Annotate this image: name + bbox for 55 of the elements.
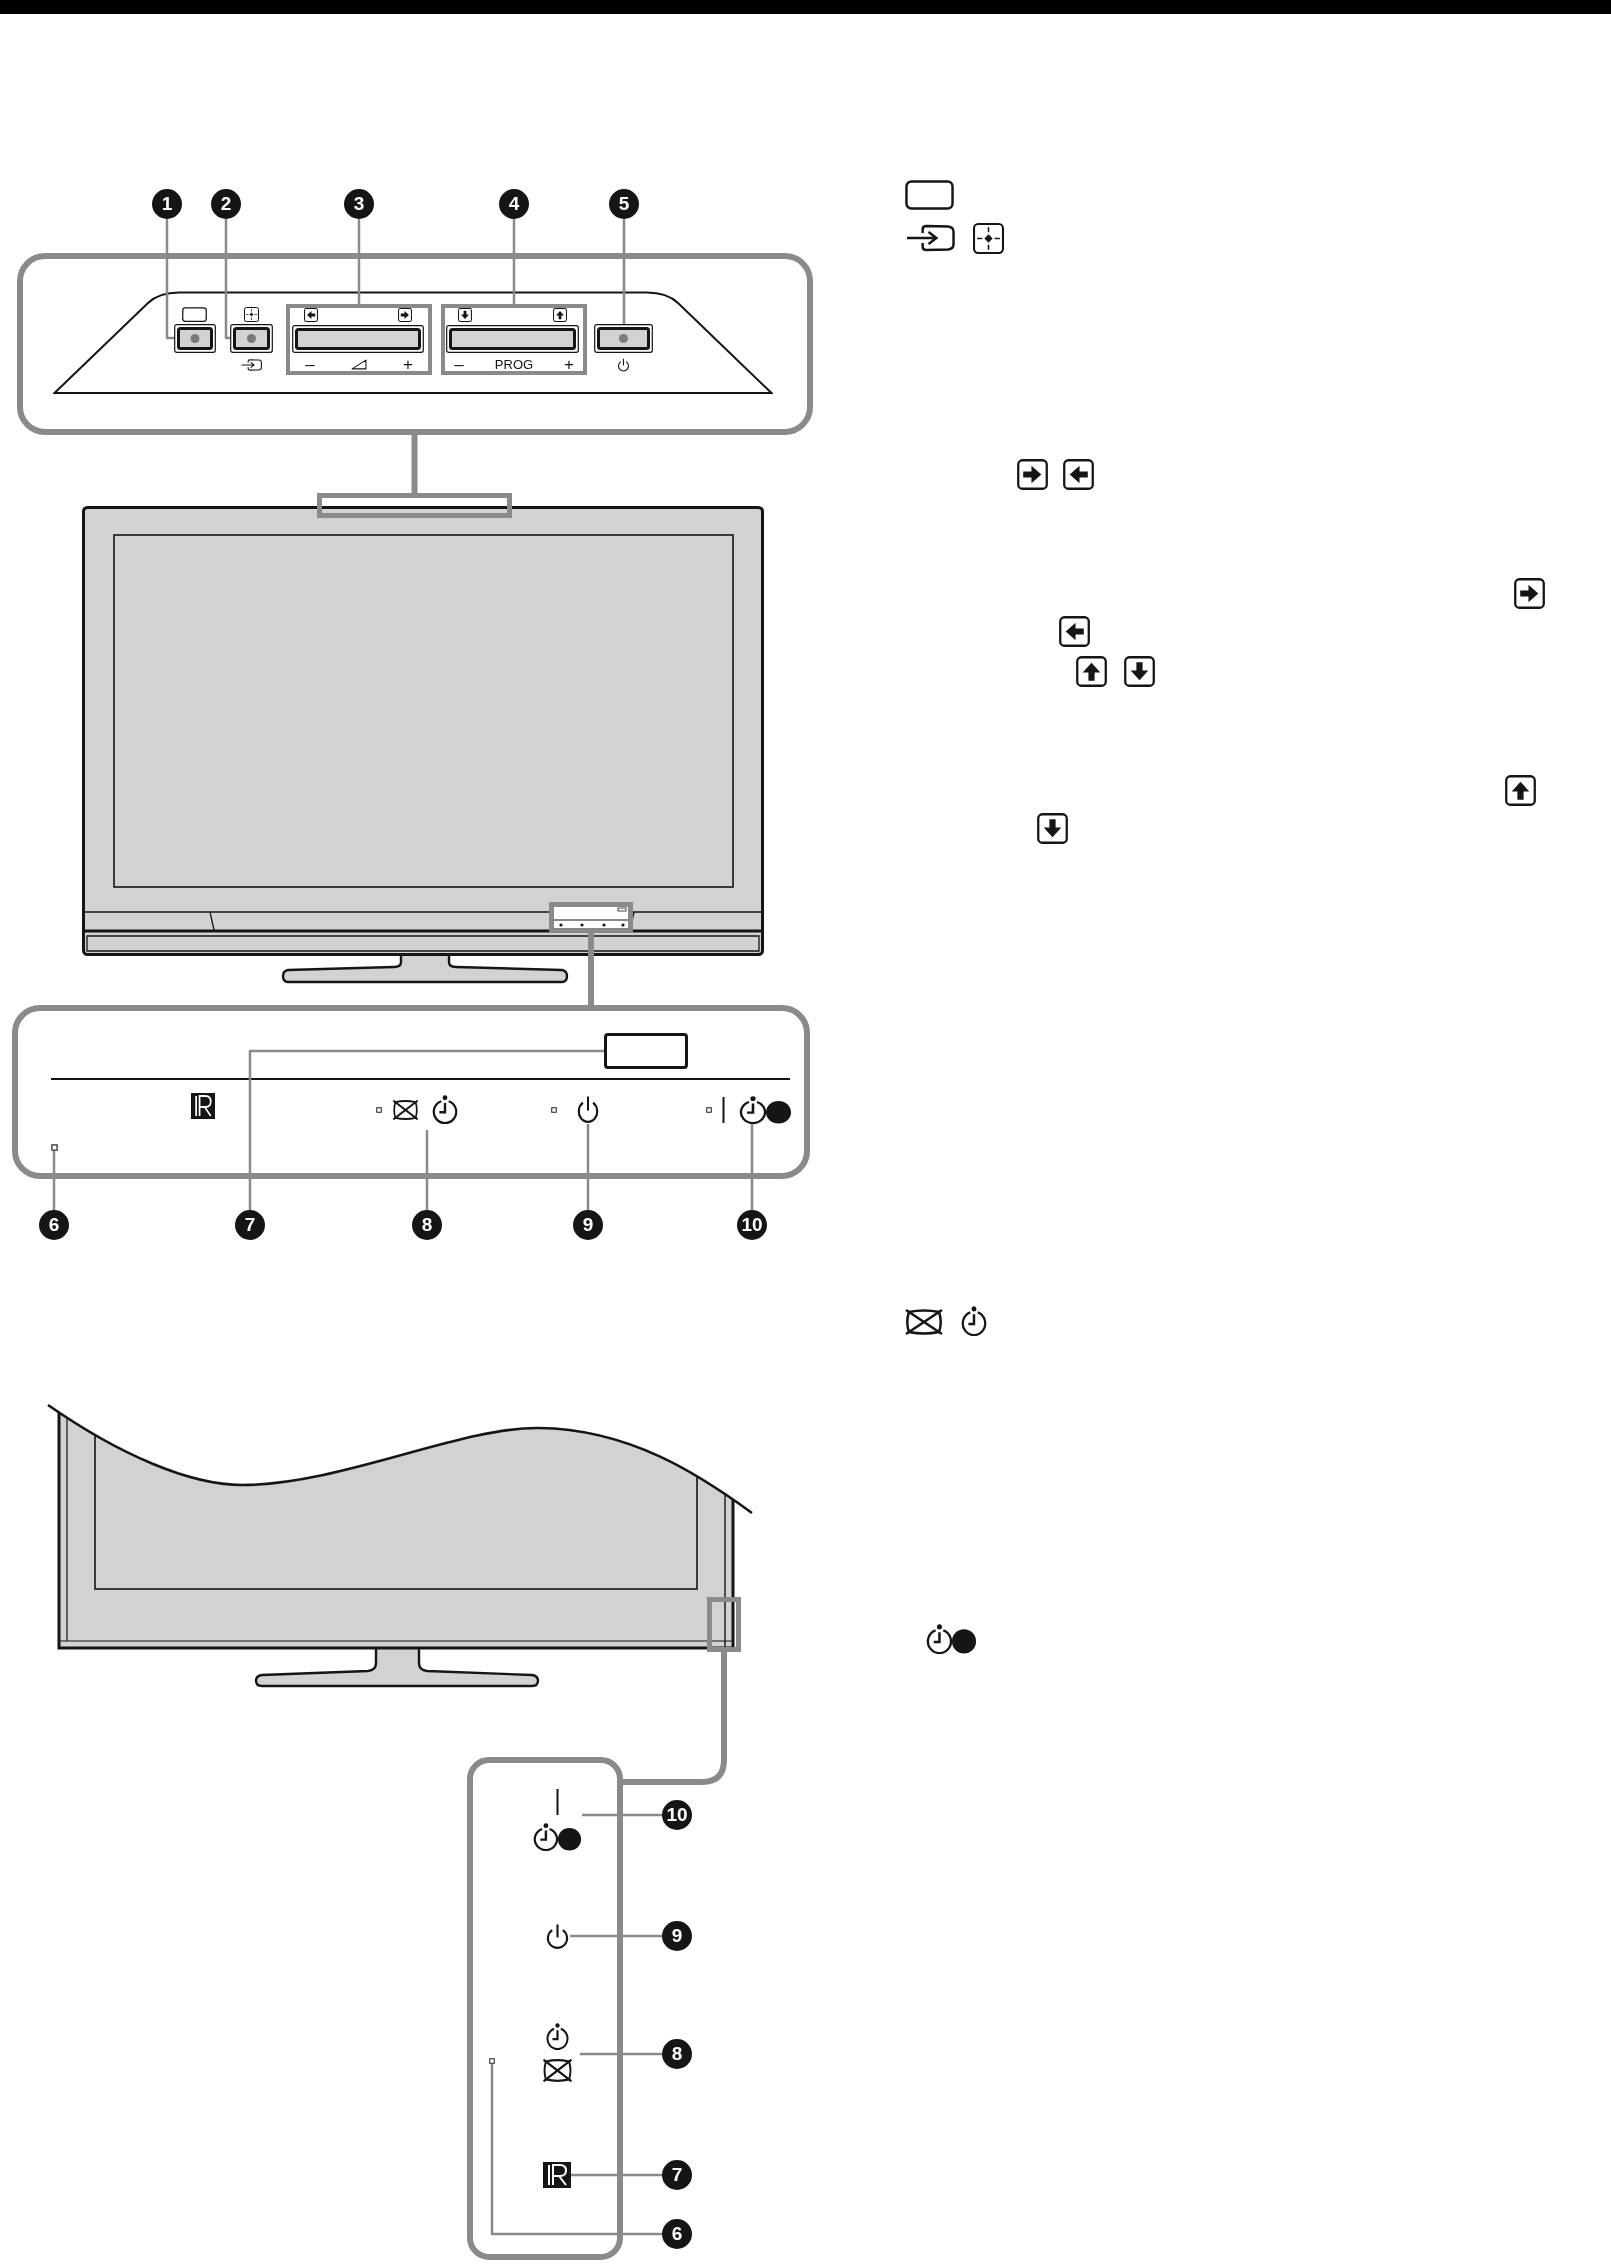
connector-line <box>411 435 418 493</box>
leader-line <box>570 1934 662 1938</box>
callout-number: 7 <box>662 2160 692 2190</box>
leader-line <box>512 219 516 304</box>
highlight-frame <box>549 902 633 933</box>
callout-number: 8 <box>662 2039 692 2069</box>
callout-number: 2 <box>211 189 241 219</box>
key-group-frame <box>286 304 432 375</box>
callout-number: 1 <box>152 189 182 219</box>
leader-line <box>224 219 230 340</box>
leader-line <box>425 1130 429 1210</box>
leader-line <box>750 1124 754 1210</box>
callout-number: 9 <box>573 1210 603 1240</box>
key-label: – <box>305 356 315 373</box>
leader-line <box>580 2052 662 2056</box>
key-label: – <box>454 356 464 373</box>
leader-line <box>582 1813 662 1817</box>
clock-dot-icon <box>738 1095 792 1124</box>
leader-line <box>165 219 174 340</box>
callout-number: 4 <box>499 189 529 219</box>
key-label: + <box>403 356 413 373</box>
r-symbol-icon <box>543 2162 571 2188</box>
led-icon <box>489 2058 495 2064</box>
callout-number: 5 <box>609 189 639 219</box>
detail-panel <box>12 1005 810 1179</box>
leader-line <box>622 219 626 324</box>
callout-number: 6 <box>662 2219 692 2249</box>
leader-line <box>490 2064 662 2236</box>
callout-number: 9 <box>662 1921 692 1951</box>
key-label: + <box>564 356 574 373</box>
callout-number: 8 <box>412 1210 442 1240</box>
key-label: PROG <box>494 358 534 371</box>
callout-number: 6 <box>39 1210 69 1240</box>
highlight-frame <box>707 1597 741 1652</box>
panel-button <box>594 324 653 353</box>
led-icon <box>51 1144 58 1151</box>
power-icon <box>545 1923 570 1950</box>
callout-number: 10 <box>662 1800 692 1830</box>
panel-button <box>174 324 216 353</box>
connector-line <box>623 1652 727 1785</box>
leader-line <box>248 1049 604 1210</box>
detail-panel <box>467 1757 623 2260</box>
sensor-window <box>604 1033 688 1069</box>
leader-line <box>586 1124 590 1210</box>
callout-number: 3 <box>344 189 374 219</box>
highlight-frame <box>317 493 512 518</box>
power-icon <box>576 1095 600 1124</box>
leader-line <box>571 2173 662 2177</box>
panel-button <box>230 324 273 353</box>
callout-number: 7 <box>235 1210 265 1240</box>
key-group-frame <box>441 304 587 375</box>
leader-line <box>357 219 361 304</box>
callout-number: 10 <box>737 1210 767 1240</box>
detail-panel <box>17 253 813 435</box>
connector-line <box>588 933 594 1005</box>
